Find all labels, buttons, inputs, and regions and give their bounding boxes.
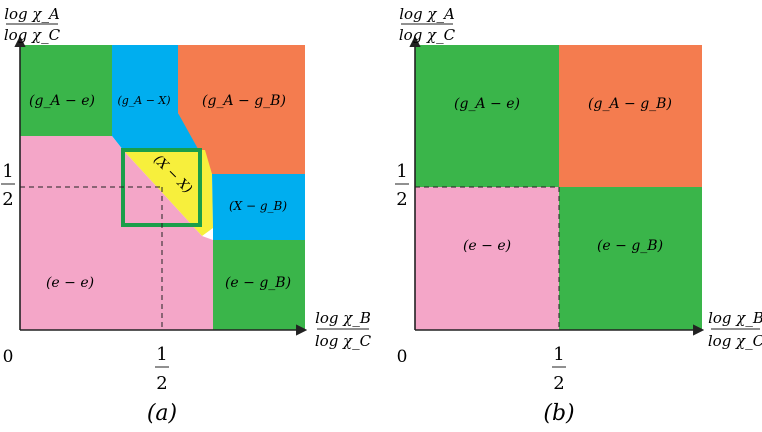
- svg-text:log χ_C: log χ_C: [708, 332, 762, 350]
- half-label-x-a: 1 2: [155, 344, 169, 394]
- half-label-x-b: 1 2: [552, 344, 566, 394]
- panel-a: (g_A − e) (g_A − X) (g_A − g_B) (X − X) …: [1, 5, 372, 426]
- region-a-gA-X: [112, 45, 205, 150]
- label-a-gA-e: (g_A − e): [29, 93, 95, 109]
- x-axis-label-b: log χ_B log χ_C: [708, 309, 762, 350]
- svg-text:log χ_C: log χ_C: [4, 26, 61, 44]
- region-a-e-e: [20, 136, 213, 330]
- region-a-gA-gB: [178, 45, 305, 174]
- label-b-e-gB: (e − g_B): [597, 238, 663, 254]
- svg-text:log χ_A: log χ_A: [399, 5, 455, 23]
- caption-a: (a): [147, 401, 177, 426]
- svg-text:1: 1: [396, 161, 407, 182]
- region-a-X-X: [123, 150, 213, 236]
- x-axis-label-a: log χ_B log χ_C: [315, 309, 372, 350]
- svg-text:2: 2: [396, 189, 407, 210]
- region-a-e-gB: [213, 240, 305, 330]
- region-a-X-gB: [212, 174, 305, 240]
- half-label-y-b: 1 2: [395, 161, 409, 210]
- label-b-gA-e: (g_A − e): [454, 96, 520, 112]
- svg-text:log χ_B: log χ_B: [708, 309, 762, 327]
- label-a-gA-gB: (g_A − g_B): [202, 93, 286, 109]
- svg-text:2: 2: [2, 189, 13, 210]
- half-label-y-a: 1 2: [1, 161, 15, 210]
- label-a-e-gB: (e − g_B): [225, 275, 291, 291]
- region-b-e-e: [415, 187, 559, 330]
- svg-text:log χ_C: log χ_C: [315, 332, 372, 350]
- label-a-X-gB: (X − g_B): [229, 199, 287, 213]
- origin-label-a: 0: [3, 347, 14, 367]
- svg-text:2: 2: [553, 373, 564, 394]
- svg-text:1: 1: [2, 161, 13, 182]
- origin-label-b: 0: [397, 347, 408, 367]
- label-a-gA-X: (g_A − X): [117, 94, 170, 107]
- panel-b: (g_A − e) (g_A − g_B) (e − e) (e − g_B) …: [395, 5, 762, 426]
- svg-text:1: 1: [156, 344, 167, 365]
- svg-text:log χ_B: log χ_B: [315, 309, 371, 327]
- caption-b: (b): [543, 401, 574, 426]
- label-b-gA-gB: (g_A − g_B): [588, 96, 672, 112]
- svg-text:2: 2: [156, 373, 167, 394]
- label-a-e-e: (e − e): [46, 275, 94, 291]
- svg-text:log χ_C: log χ_C: [399, 26, 456, 44]
- svg-text:1: 1: [553, 344, 564, 365]
- region-a-gA-e: [20, 45, 112, 136]
- y-axis-label-b: log χ_A log χ_C: [399, 5, 456, 44]
- label-b-e-e: (e − e): [463, 238, 511, 254]
- svg-text:log χ_A: log χ_A: [4, 5, 60, 23]
- y-axis-label-a: log χ_A log χ_C: [4, 5, 61, 44]
- region-b-gA-gB: [559, 45, 702, 187]
- region-b-gA-e: [415, 45, 559, 187]
- region-b-e-gB: [559, 187, 702, 330]
